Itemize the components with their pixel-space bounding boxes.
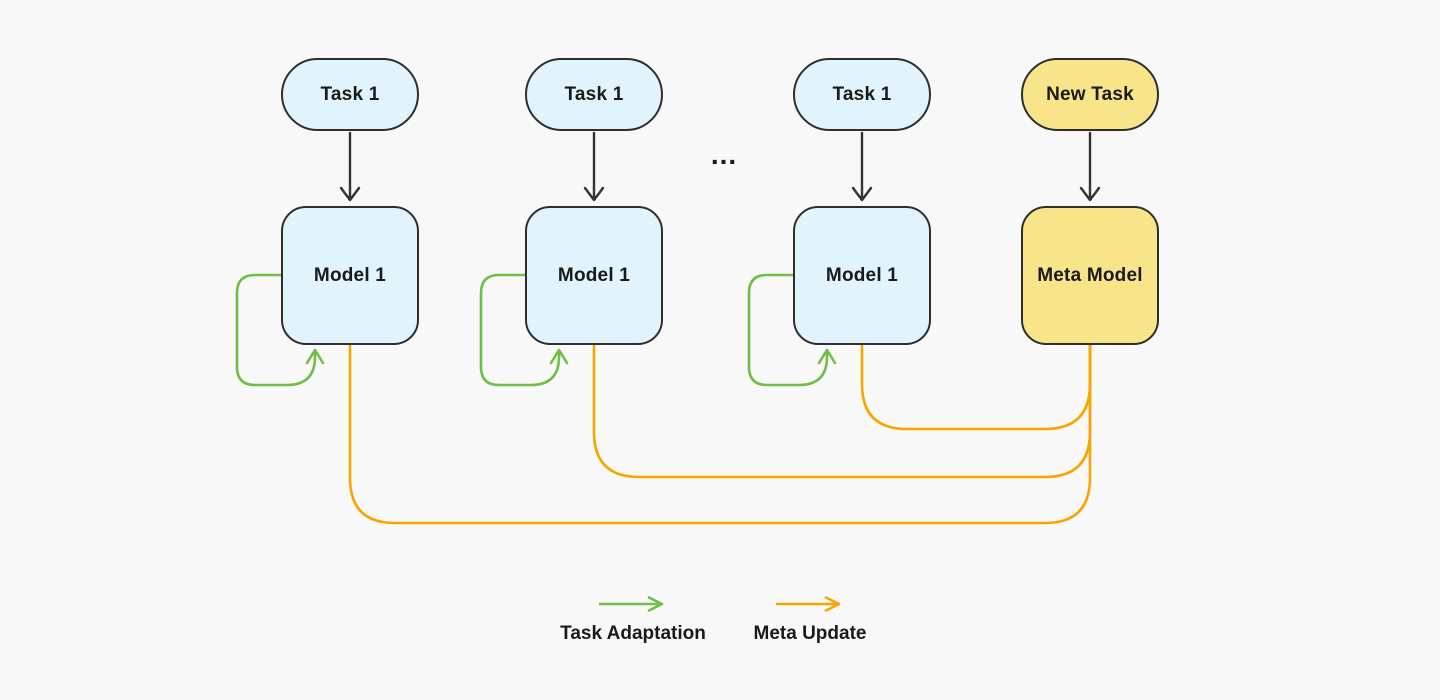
orange-arrow-icon [776, 596, 841, 612]
meta-update-edge-3 [860, 343, 1092, 431]
legend-meta-update: Meta Update [745, 596, 875, 645]
task-adaptation-loop-1 [235, 273, 325, 387]
green-arrow-icon [599, 596, 664, 612]
model-node-1: Model 1 [281, 206, 419, 345]
ellipsis: ... [710, 139, 738, 170]
model-node-2: Model 1 [525, 206, 663, 345]
meta-update-edge-1 [348, 343, 1092, 525]
newtask-to-metamodel-arrow [1079, 131, 1101, 202]
legend-task-adaptation-label: Task Adaptation [560, 623, 706, 644]
new-task-node: New Task [1021, 58, 1159, 131]
task-adaptation-loop-2 [479, 273, 569, 387]
task-adaptation-loop-3 [747, 273, 837, 387]
meta-update-edge-2 [592, 343, 1092, 479]
task-to-model-arrow-3 [851, 131, 873, 202]
model-node-3: Model 1 [793, 206, 931, 345]
legend-task-adaptation: Task Adaptation [557, 596, 709, 645]
task-to-model-arrow-1 [339, 131, 361, 202]
legend-meta-update-label: Meta Update [753, 623, 867, 644]
task-node-1: Task 1 [281, 58, 419, 131]
meta-model-node: Meta Model [1021, 206, 1159, 345]
task-to-model-arrow-2 [583, 131, 605, 202]
task-node-3: Task 1 [793, 58, 931, 131]
task-node-2: Task 1 [525, 58, 663, 131]
